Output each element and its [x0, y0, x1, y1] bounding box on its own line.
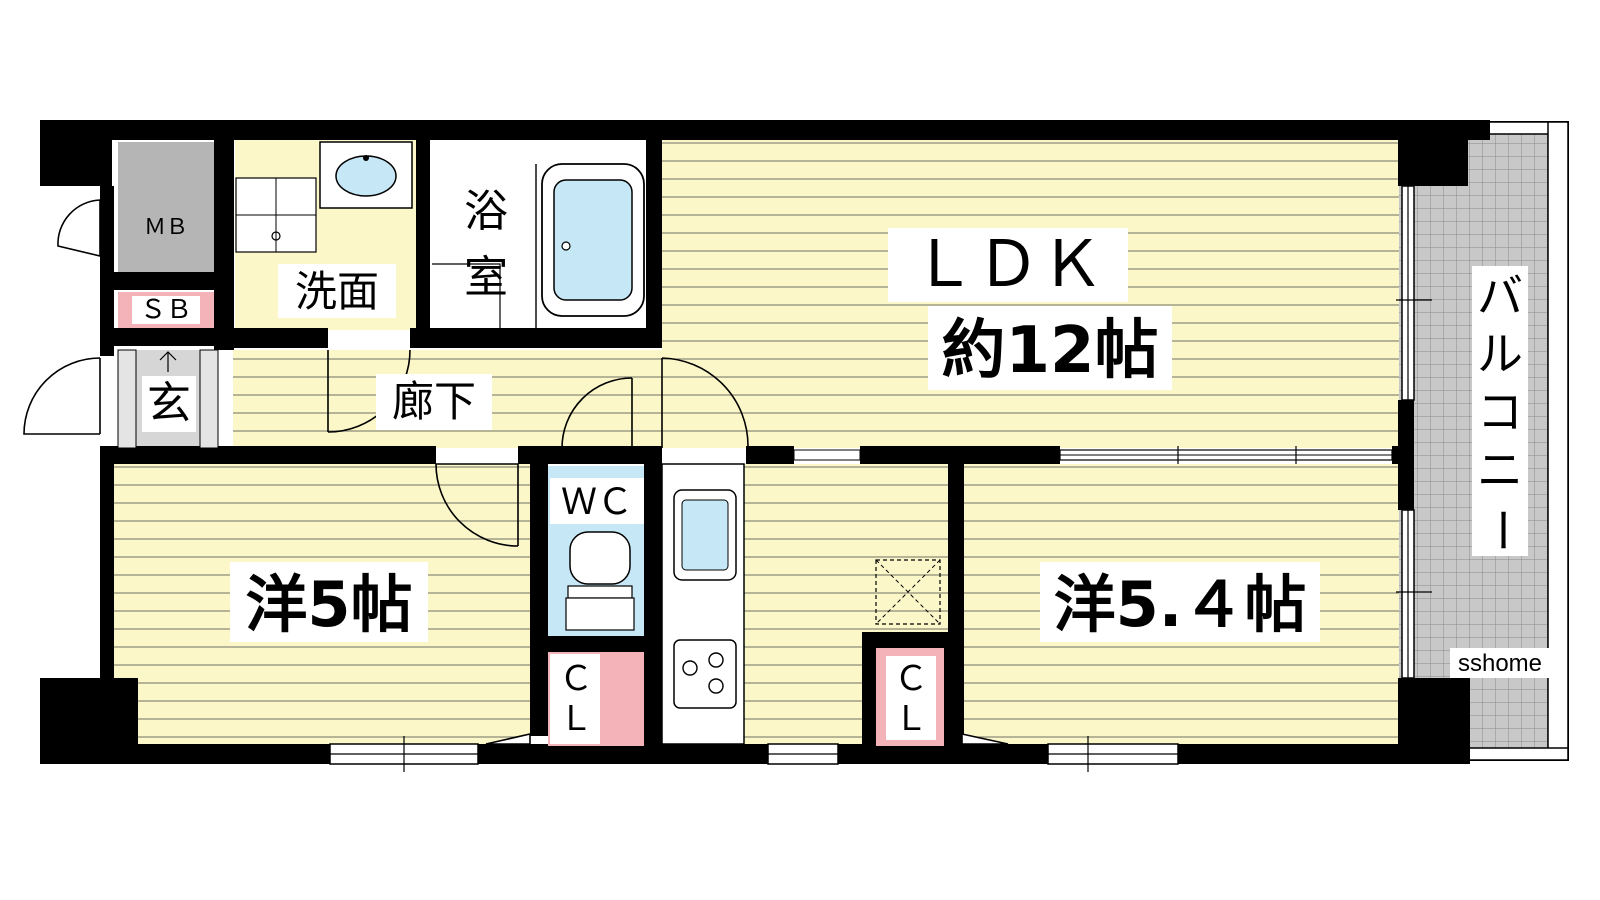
closet2-c: Ｃ [894, 660, 928, 698]
closet1-l: Ｌ [559, 700, 593, 738]
balcony-char-4: ー [1475, 507, 1529, 553]
mb-label: ＭＢ [144, 214, 188, 239]
watermark: sshome [1458, 650, 1542, 677]
western2-label: 洋5.４帖 [1054, 568, 1307, 641]
entrance-label: 玄 [147, 378, 191, 429]
labels: ＬＤＫ 約12帖 洋5帖 洋5.４帖 浴 室 洗面 廊下 玄 ＷＣ ＭＢ ＳＢ … [140, 186, 1550, 738]
bath-label-1: 浴 [464, 186, 508, 237]
closet2-l: Ｌ [894, 700, 928, 738]
washroom-label: 洗面 [295, 267, 379, 316]
ldk-size: 約12帖 [941, 314, 1158, 388]
mb-box [118, 142, 214, 272]
balcony-char-0: バ [1477, 269, 1523, 323]
balcony-char-2: コ [1477, 385, 1523, 439]
wc-label: ＷＣ [561, 481, 633, 522]
closet1-c: Ｃ [559, 660, 593, 698]
windows [329, 185, 1432, 772]
stove [673, 639, 737, 709]
sb-label: ＳＢ [140, 294, 192, 324]
fridge-space [875, 559, 941, 625]
balcony-char-1: ル [1477, 327, 1523, 381]
balcony-char-3: ニ [1477, 443, 1523, 497]
fixtures [117, 141, 944, 746]
western1-label: 洋5帖 [245, 568, 412, 641]
ldk-title: ＬＤＫ [912, 228, 1104, 302]
hallway-label: 廊下 [392, 377, 476, 426]
bath-label-2: 室 [464, 252, 508, 303]
